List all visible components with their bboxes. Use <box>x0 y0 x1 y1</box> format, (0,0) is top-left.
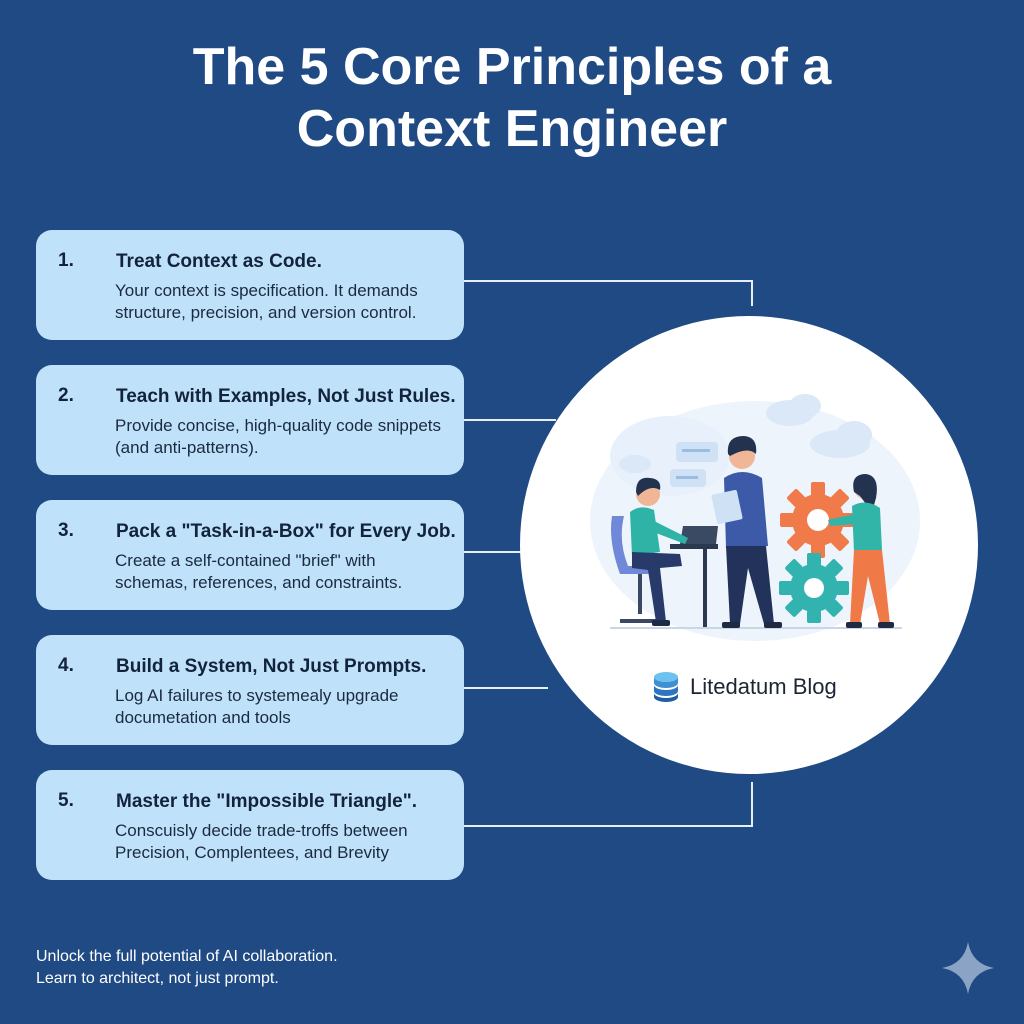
title-line-2: Context Engineer <box>296 100 728 158</box>
principle-card-3: 3. Pack a "Task-in-a-Box" for Every Job.… <box>36 500 464 610</box>
principle-number: 2. <box>58 385 74 406</box>
page-title: The 5 Core Principles of a Context Engin… <box>0 36 1024 160</box>
principle-card-5: 5. Master the "Impossible Triangle". Con… <box>36 770 464 880</box>
principle-description: Conscuisly decide trade-troffs between P… <box>115 821 408 862</box>
footer-line-2: Learn to architect, not just prompt. <box>36 970 279 987</box>
principle-card-2: 2. Teach with Examples, Not Just Rules. … <box>36 365 464 475</box>
principle-heading: Treat Context as Code. <box>116 251 322 272</box>
principle-description: Your context is specification. It demand… <box>115 281 418 322</box>
footer-line-1: Unlock the full potential of AI collabor… <box>36 948 338 965</box>
principle-number: 5. <box>58 790 74 811</box>
principle-description: Log AI failures to systemealy upgrade do… <box>115 686 399 727</box>
illustration-circle: Litedatum Blog <box>520 316 978 774</box>
principle-number: 3. <box>58 520 74 541</box>
principle-number: 1. <box>58 250 74 271</box>
principle-card-1: 1. Treat Context as Code. Your context i… <box>36 230 464 340</box>
title-line-1: The 5 Core Principles of a <box>192 38 832 96</box>
principle-number: 4. <box>58 655 74 676</box>
brand: Litedatum Blog <box>652 671 837 703</box>
sparkle-icon <box>942 942 994 994</box>
principle-card-4: 4. Build a System, Not Just Prompts. Log… <box>36 635 464 745</box>
database-icon <box>654 672 678 702</box>
brand-name: Litedatum Blog <box>690 674 837 699</box>
footer-tagline: Unlock the full potential of AI collabor… <box>36 946 338 990</box>
principle-heading: Pack a "Task-in-a-Box" for Every Job. <box>116 521 456 542</box>
principle-heading: Master the "Impossible Triangle". <box>116 791 417 812</box>
chat-bubble-icon <box>670 442 718 487</box>
team-illustration <box>590 394 920 641</box>
principle-heading: Teach with Examples, Not Just Rules. <box>116 386 456 407</box>
principle-description: Provide concise, high-quality code snipp… <box>115 416 442 457</box>
principle-description: Create a self-contained "brief" with sch… <box>115 551 403 592</box>
gear-teal-icon <box>779 553 849 623</box>
principle-heading: Build a System, Not Just Prompts. <box>116 656 427 677</box>
